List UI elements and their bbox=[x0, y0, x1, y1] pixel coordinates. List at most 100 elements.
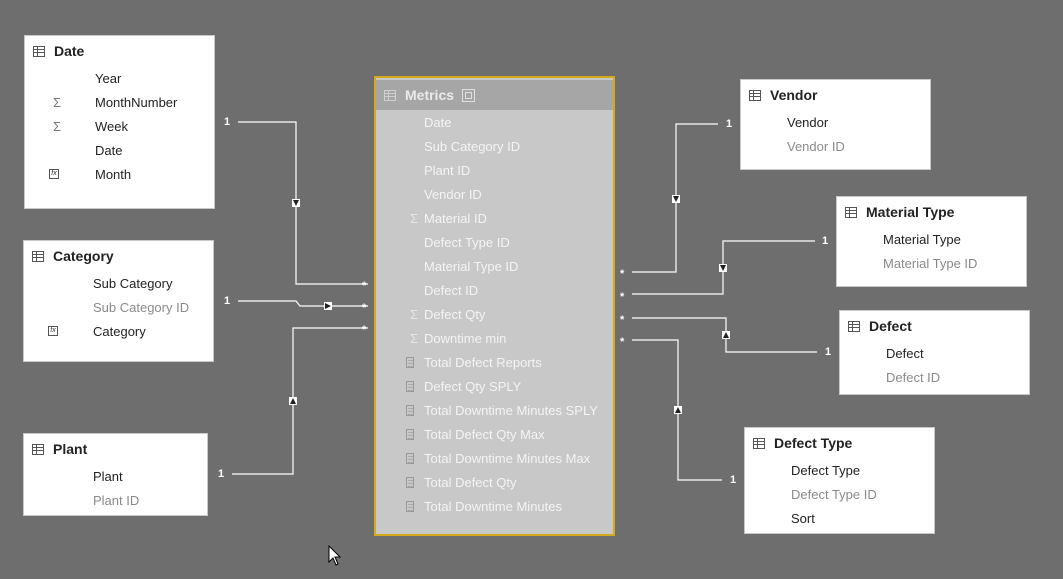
relationship-line-plant[interactable] bbox=[232, 327, 368, 475]
field-row[interactable]: Defect bbox=[840, 341, 1029, 365]
field-row[interactable]: Defect Qty SPLY bbox=[376, 374, 613, 398]
field-row[interactable]: Material Type ID bbox=[376, 254, 613, 278]
cardinality-many-label: * bbox=[620, 314, 625, 326]
table-header[interactable]: Date bbox=[25, 36, 214, 66]
field-row[interactable]: Defect Type ID bbox=[376, 230, 613, 254]
table-icon bbox=[749, 89, 761, 101]
table-header[interactable]: Defect Type bbox=[745, 428, 934, 458]
table-header[interactable]: Metrics bbox=[376, 80, 613, 110]
field-row[interactable]: Sort bbox=[745, 506, 934, 530]
field-row[interactable]: Date bbox=[376, 110, 613, 134]
field-label: Vendor ID bbox=[424, 186, 482, 202]
field-label: Defect Type ID bbox=[791, 486, 877, 502]
relationship-line-defect-type[interactable] bbox=[632, 339, 722, 481]
field-row[interactable]: Vendor ID bbox=[741, 134, 930, 158]
filter-direction-icon bbox=[675, 407, 681, 413]
measure-icon bbox=[406, 476, 414, 488]
field-row[interactable]: Defect ID bbox=[376, 278, 613, 302]
field-label: Month bbox=[95, 166, 132, 182]
field-label: Total Downtime Minutes SPLY bbox=[424, 402, 598, 418]
field-row[interactable]: Total Downtime Minutes Max bbox=[376, 446, 613, 470]
field-row[interactable]: Plant bbox=[24, 464, 207, 488]
relationship-line-category[interactable] bbox=[238, 300, 368, 307]
collapse-table-icon[interactable] bbox=[462, 88, 476, 102]
field-label: Sub Category bbox=[93, 275, 173, 291]
measure-icon bbox=[406, 428, 414, 440]
field-row[interactable]: Total Defect Qty Max bbox=[376, 422, 613, 446]
table-header[interactable]: Plant bbox=[24, 434, 207, 464]
field-row[interactable]: Plant ID bbox=[24, 488, 207, 512]
table-icon bbox=[32, 250, 44, 262]
field-label: MonthNumber bbox=[95, 94, 178, 110]
relationship-line-vendor[interactable] bbox=[632, 123, 718, 273]
cardinality-one-label: 1 bbox=[822, 235, 829, 247]
field-row[interactable]: Vendor ID bbox=[376, 182, 613, 206]
field-label: Total Downtime Minutes Max bbox=[424, 450, 591, 466]
field-row[interactable]: Material Type bbox=[837, 227, 1026, 251]
field-label: Defect Type ID bbox=[424, 234, 510, 250]
field-row[interactable]: Plant ID bbox=[376, 158, 613, 182]
field-label: Plant bbox=[93, 468, 123, 484]
field-label: Total Defect Reports bbox=[424, 354, 542, 370]
field-label: Plant ID bbox=[93, 492, 140, 508]
field-row[interactable]: fx Month bbox=[25, 162, 214, 186]
table-icon bbox=[753, 437, 765, 449]
field-row[interactable]: Material Type ID bbox=[837, 251, 1026, 275]
field-row[interactable]: Total Downtime Minutes SPLY bbox=[376, 398, 613, 422]
field-row[interactable]: Total Defect Qty bbox=[376, 470, 613, 494]
field-row[interactable]: Total Downtime Minutes bbox=[376, 494, 613, 518]
field-label: Sub Category ID bbox=[93, 299, 190, 315]
relationship-line-date[interactable] bbox=[238, 121, 368, 285]
table-icon bbox=[845, 206, 857, 218]
cardinality-one-label: 1 bbox=[224, 295, 231, 307]
filter-direction-icon bbox=[673, 196, 679, 202]
table-name: Vendor bbox=[770, 87, 818, 103]
cardinality-one-label: 1 bbox=[726, 118, 733, 130]
field-row[interactable]: Defect Type ID bbox=[745, 482, 934, 506]
calculated-column-icon: fx bbox=[49, 169, 59, 179]
measure-icon bbox=[406, 500, 414, 512]
field-label: Plant ID bbox=[424, 162, 471, 178]
filter-direction-icon bbox=[720, 265, 726, 271]
relationship-line-material-type[interactable] bbox=[632, 240, 815, 295]
field-row[interactable]: Sub Category ID bbox=[24, 295, 213, 319]
field-row[interactable]: Sub Category ID bbox=[376, 134, 613, 158]
field-label: Material ID bbox=[424, 210, 487, 226]
field-label: Sub Category ID bbox=[424, 138, 521, 154]
table-header[interactable]: Defect bbox=[840, 311, 1029, 341]
field-row[interactable]: Defect ID bbox=[840, 365, 1029, 389]
cardinality-one-label: 1 bbox=[825, 346, 832, 358]
field-label: Material Type bbox=[883, 231, 961, 247]
field-row[interactable]: Defect Type bbox=[745, 458, 934, 482]
field-row[interactable]: Vendor bbox=[741, 110, 930, 134]
relationship-line-defect[interactable] bbox=[632, 317, 817, 353]
table-name: Category bbox=[53, 248, 114, 264]
field-row[interactable]: Total Defect Reports bbox=[376, 350, 613, 374]
field-label: Category bbox=[93, 323, 146, 339]
cardinality-many-label: * bbox=[362, 324, 367, 336]
sigma-icon: Σ bbox=[409, 330, 419, 346]
field-row[interactable]: Sub Category bbox=[24, 271, 213, 295]
field-row[interactable]: Year bbox=[25, 66, 214, 90]
cardinality-many-label: * bbox=[620, 336, 625, 348]
table-header[interactable]: Material Type bbox=[837, 197, 1026, 227]
field-row[interactable]: Date bbox=[25, 138, 214, 162]
table-header[interactable]: Category bbox=[24, 241, 213, 271]
field-label: Week bbox=[95, 118, 128, 134]
table-header[interactable]: Vendor bbox=[741, 80, 930, 110]
